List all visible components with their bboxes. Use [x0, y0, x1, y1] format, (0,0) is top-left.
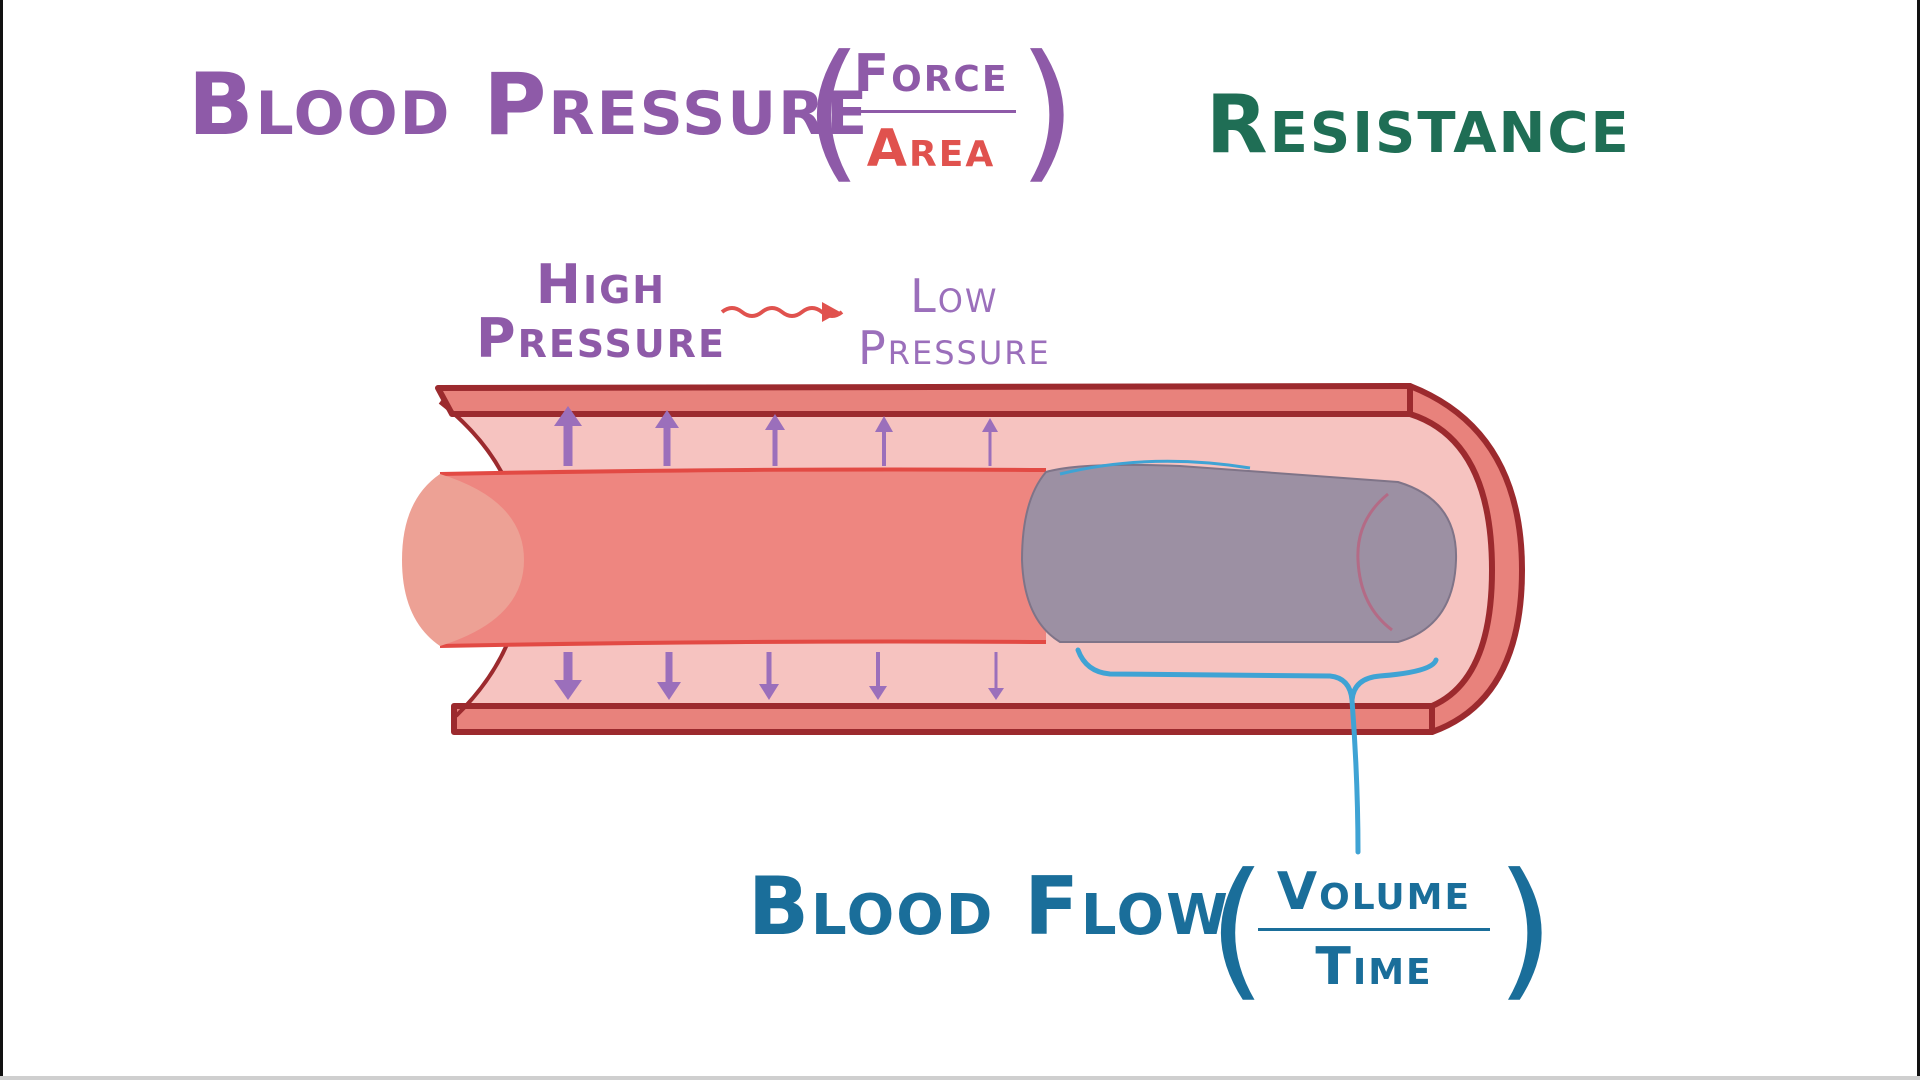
time-label: Time: [1315, 937, 1433, 997]
low-pressure-line1: Low: [910, 269, 999, 323]
right-paren-pressure: ): [1018, 24, 1077, 198]
down-arrow-icon: [988, 652, 1004, 700]
up-arrow-icon: [765, 414, 785, 466]
pressure-arrows-up: [554, 406, 998, 466]
down-arrow-icon: [869, 652, 887, 700]
blood-pressure-title: Blood Pressure: [188, 55, 870, 155]
down-arrow-icon: [657, 652, 681, 700]
flow-bracket: [1075, 647, 1439, 855]
left-paren-flow: (: [1208, 842, 1267, 1016]
volume-label: Volume: [1276, 862, 1472, 922]
blood-column: [402, 467, 1047, 648]
high-pressure-line1: High: [535, 253, 667, 316]
vessel-end-cap: [1407, 383, 1525, 735]
vessel-top-wall: [435, 383, 1413, 417]
high-pressure-label: High Pressure: [476, 258, 726, 366]
low-pressure-label: Low Pressure: [858, 270, 1051, 374]
force-label: Force: [853, 44, 1009, 104]
down-arrow-icon: [554, 652, 582, 700]
right-paren-flow: ): [1496, 842, 1555, 1016]
left-frame-edge: [0, 0, 3, 1080]
up-arrow-icon: [655, 410, 679, 466]
wavy-arrow-icon: [720, 302, 844, 322]
up-arrow-icon: [875, 416, 893, 466]
blood-cross-section: [402, 474, 524, 646]
up-arrow-icon: [982, 418, 998, 466]
low-pressure-line2: Pressure: [858, 321, 1051, 375]
volume-time-fraction: Volume Time: [1258, 862, 1490, 997]
vessel-bottom-wall: [451, 703, 1435, 735]
fraction-bar: [1258, 928, 1490, 931]
up-arrow-icon: [554, 406, 582, 466]
video-progress-bar: [0, 1076, 1920, 1080]
down-arrow-icon: [759, 652, 779, 700]
fraction-bar: [846, 110, 1016, 113]
high-pressure-line2: Pressure: [476, 307, 726, 370]
pressure-arrows-down: [554, 652, 1004, 700]
blood-bolus: [1020, 459, 1458, 643]
force-area-fraction: Force Area: [846, 44, 1016, 179]
resistance-title: Resistance: [1206, 78, 1631, 171]
right-frame-edge: [1917, 0, 1920, 1080]
blood-flow-title: Blood Flow: [748, 860, 1230, 953]
area-label: Area: [866, 119, 996, 179]
